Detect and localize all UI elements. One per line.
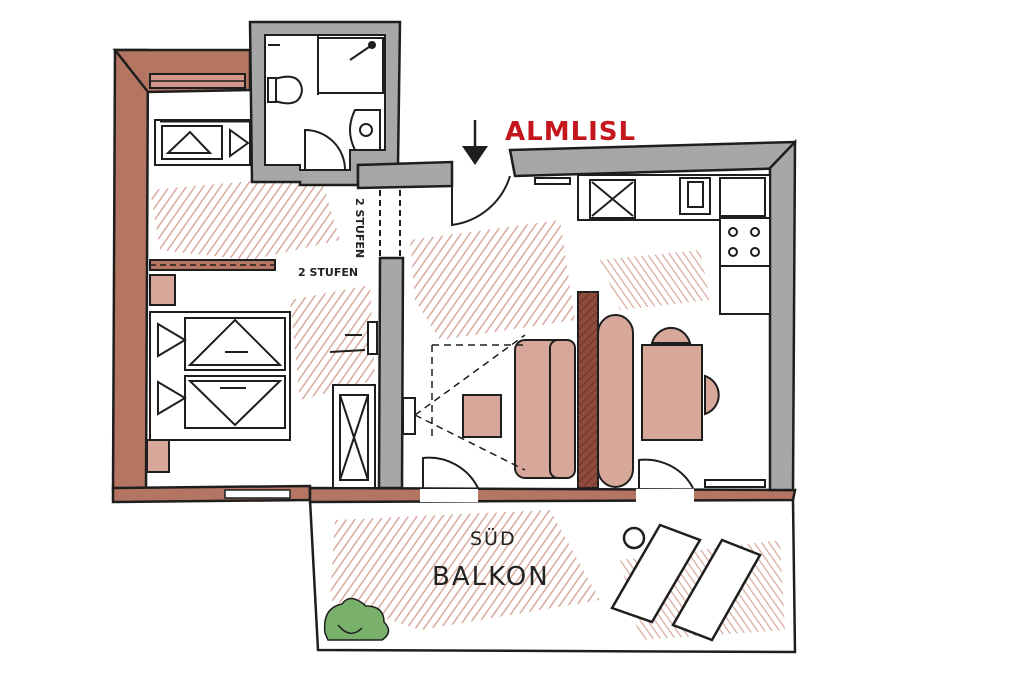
toilet (271, 75, 304, 105)
shower-head (349, 44, 373, 61)
outer-walls (111, 48, 797, 504)
inner-walls (149, 20, 797, 492)
hatch-living-room (410, 220, 575, 340)
balcony (308, 499, 797, 654)
balcony-label-line2: BALKON (432, 562, 550, 592)
hatch-bedroom (290, 285, 375, 400)
steps-label: 2 STUFEN (298, 266, 358, 279)
hatch-balcony (330, 510, 600, 630)
plant-icon (323, 597, 390, 641)
bathroom (267, 35, 384, 171)
apartment-name: ALMLISL (505, 117, 636, 147)
hatch-kitchen (600, 250, 710, 310)
entrance-arrow (462, 120, 488, 165)
left-room-furniture (146, 119, 401, 489)
shower (317, 37, 384, 94)
hatch-left-room (150, 175, 340, 260)
living-furniture (402, 174, 771, 489)
steps-label-vertical: 2 STUFEN (353, 198, 366, 258)
down-arrow-icon (462, 146, 488, 165)
sink (349, 109, 381, 151)
balcony-label-line1: SÜD (470, 527, 517, 550)
